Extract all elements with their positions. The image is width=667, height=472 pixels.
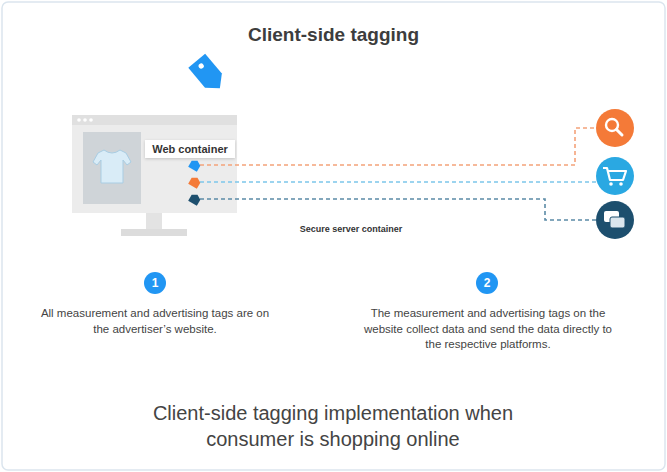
monitor-screen bbox=[72, 115, 237, 213]
browser-bar bbox=[72, 115, 237, 125]
small-tags bbox=[188, 158, 202, 206]
monitor bbox=[72, 115, 237, 236]
shirt bbox=[93, 150, 131, 183]
dashed-line bbox=[200, 181, 596, 183]
step-description: All measurement and advertising tags are… bbox=[35, 306, 275, 337]
monitor-base bbox=[121, 229, 187, 236]
callout-number: 2 bbox=[476, 272, 498, 294]
diagram-title: Client-side tagging bbox=[0, 24, 667, 46]
diagram-caption: Client-side tagging implementation when … bbox=[113, 400, 553, 452]
dashed-line bbox=[200, 128, 596, 165]
shopping-platform-icon bbox=[596, 157, 634, 195]
callout-text: 2 bbox=[484, 276, 491, 290]
search-platform-icon bbox=[596, 109, 634, 147]
dashed-line bbox=[200, 199, 596, 220]
social-platform-icon bbox=[596, 201, 634, 239]
step-description: The measurement and advertising tags on … bbox=[357, 306, 619, 353]
data-lines bbox=[200, 128, 596, 220]
callout-text: 1 bbox=[152, 276, 159, 290]
server-container-label: Secure server container bbox=[296, 223, 406, 235]
monitor-neck bbox=[146, 213, 162, 229]
tag-icon bbox=[188, 54, 228, 96]
callout-number: 1 bbox=[144, 272, 166, 294]
product-image bbox=[83, 132, 141, 204]
container-label: Web container bbox=[145, 140, 235, 158]
box-label: Web container bbox=[152, 143, 228, 155]
